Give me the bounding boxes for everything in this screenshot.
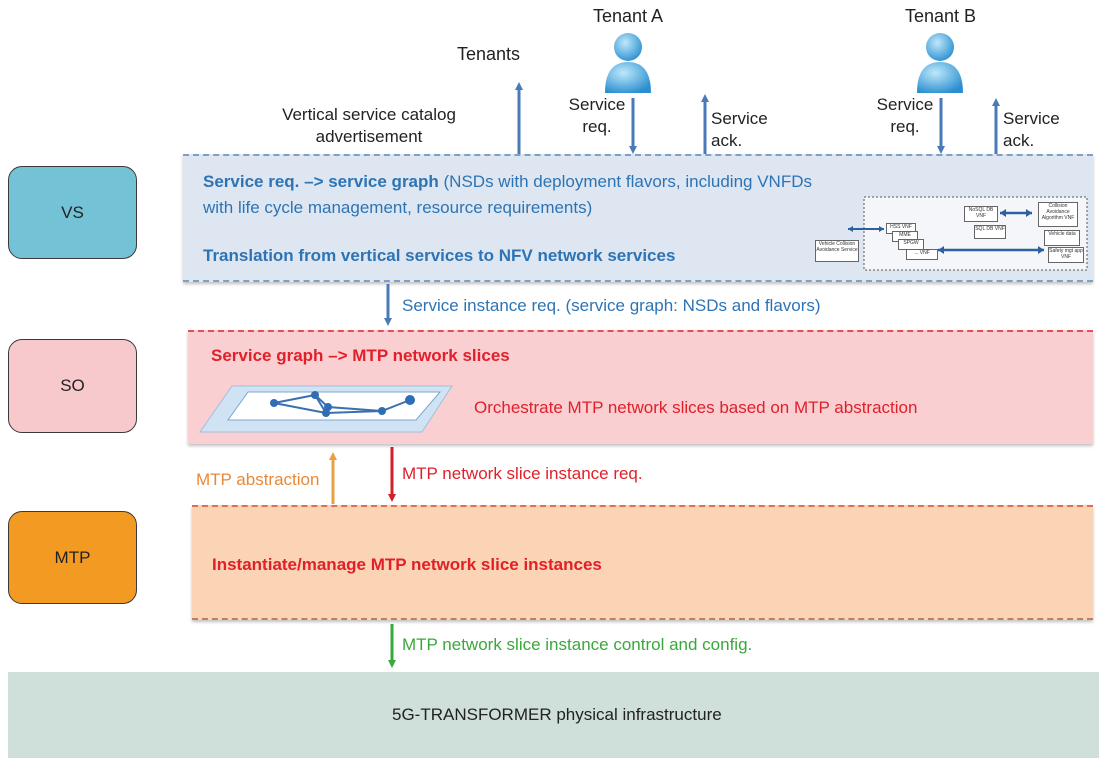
vehicle-data-node: Vehicle data <box>1044 230 1080 246</box>
so-box: SO <box>8 339 137 433</box>
mtp-abstraction-label: MTP abstraction <box>196 470 320 489</box>
vs-box-label: VS <box>61 202 84 222</box>
collision-algo-node: Collision Avoidance Algorithm VNF <box>1038 202 1078 227</box>
mtp-title: Instantiate/manage MTP network slice ins… <box>212 555 602 574</box>
so-title: Service graph –> MTP network slices <box>211 346 510 365</box>
vs-line-2: with life cycle management, resource req… <box>203 198 593 217</box>
tenant-b-label: Tenant B <box>905 6 977 26</box>
control-config-label: MTP network slice instance control and c… <box>402 635 753 654</box>
infrastructure-layer <box>8 672 1099 758</box>
vs-line-1-rest: (NSDs with deployment flavors, including… <box>438 172 812 191</box>
sql-node: SQL DB VNF <box>974 225 1006 239</box>
vs-line-1-bold: Service req. –> service graph <box>203 172 439 191</box>
vs-translation: Translation from vertical services to NF… <box>203 246 676 265</box>
safety-mgt-node: Safety mgt app VNF <box>1048 247 1084 263</box>
nosql-node: NoSQL DB VNF <box>964 206 998 222</box>
tenant-a-person-icon <box>605 33 651 93</box>
so-orchestrate: Orchestrate MTP network slices based on … <box>474 398 918 417</box>
so-box-label: SO <box>60 376 85 395</box>
tenant-b-service-req: Service req. <box>876 95 934 136</box>
tenants-label: Tenants <box>457 44 521 64</box>
vnf-node: ... VNF <box>906 249 938 260</box>
catalog-advertisement-label: Vertical service catalog advertisement <box>282 105 456 146</box>
network-slice-graph-icon <box>199 385 453 433</box>
mtp-box-label: MTP <box>54 547 91 567</box>
vehicle-collision-node: Vehicle Collision Avoidance Service <box>815 240 859 262</box>
tenant-b-service-ack: Service ack. <box>1003 109 1060 150</box>
vs-box: VS <box>8 166 137 259</box>
slice-instance-req-label: MTP network slice instance req. <box>402 464 643 483</box>
service-instance-req-label: Service instance req. (service graph: NS… <box>402 296 821 315</box>
tenant-b-person-icon <box>917 33 963 93</box>
tenant-a-service-ack: Service ack. <box>711 109 768 150</box>
tenant-a-service-req: Service req. <box>568 95 626 136</box>
mtp-layer <box>192 505 1093 620</box>
mtp-box: MTP <box>8 511 137 604</box>
tenant-a-label: Tenant A <box>593 6 664 26</box>
vs-line-1: Service req. –> service graph (NSDs with… <box>203 172 812 192</box>
infrastructure-label: 5G-TRANSFORMER physical infrastructure <box>392 705 722 724</box>
